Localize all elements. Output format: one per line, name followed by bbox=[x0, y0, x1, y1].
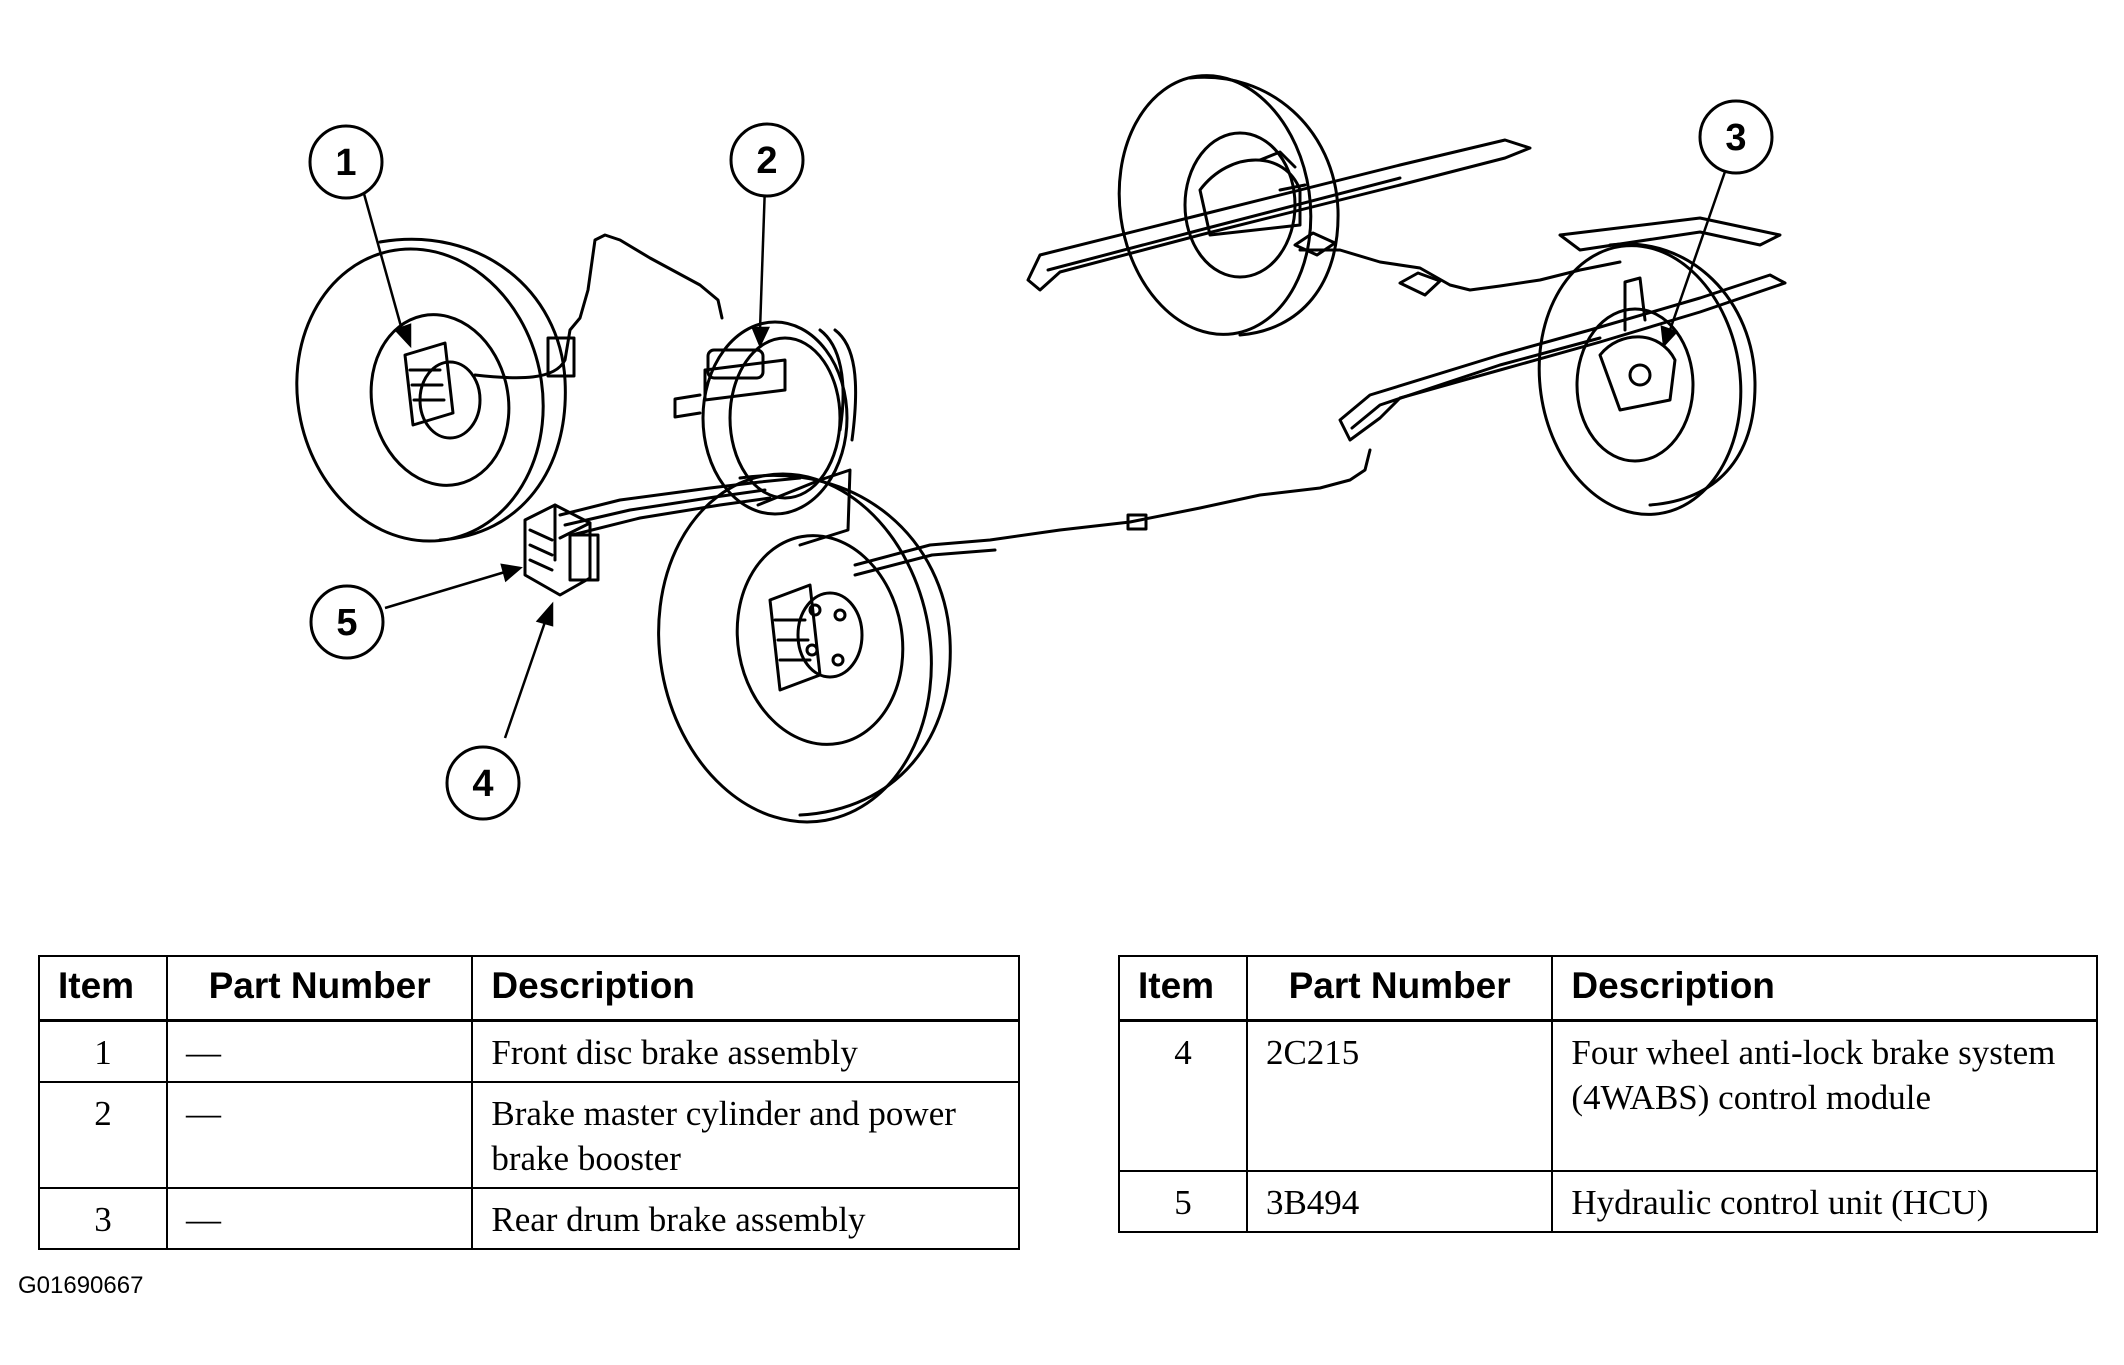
callout-5: 5 bbox=[309, 584, 385, 660]
cell-part-number: — bbox=[165, 1081, 474, 1189]
main-brake-line bbox=[853, 448, 1372, 567]
header-item: Item bbox=[1118, 955, 1248, 1022]
front-left-wheel bbox=[295, 237, 567, 543]
cell-item: 2 bbox=[38, 1081, 168, 1189]
front-right-wheel bbox=[657, 468, 952, 824]
rear-crossover-line bbox=[1298, 248, 1622, 292]
header-part-number: Part Number bbox=[165, 955, 474, 1022]
cell-item: 5 bbox=[1118, 1169, 1248, 1233]
table-row: 4 2C215 Four wheel anti-lock brake syste… bbox=[1118, 1019, 2098, 1172]
cell-description: Hydraulic control unit (HCU) bbox=[1551, 1169, 2098, 1233]
cell-description: Four wheel anti-lock brake system (4WABS… bbox=[1551, 1019, 2098, 1172]
hcu-module bbox=[523, 476, 802, 597]
brake-system-diagram: 1 2 3 4 5 bbox=[295, 74, 1787, 824]
parts-table-right: Item Part Number Description 4 2C215 Fou… bbox=[1118, 955, 2098, 1233]
callout-5-label: 5 bbox=[336, 602, 357, 644]
table-header-row: Item Part Number Description bbox=[38, 955, 1020, 1022]
table-row: 5 3B494 Hydraulic control unit (HCU) bbox=[1118, 1169, 2098, 1233]
callout-1-label: 1 bbox=[335, 142, 356, 184]
header-description: Description bbox=[1551, 955, 2098, 1022]
table-row: 3 — Rear drum brake assembly bbox=[38, 1187, 1020, 1250]
cell-part-number: 2C215 bbox=[1245, 1019, 1554, 1172]
frame-rails bbox=[1026, 138, 1787, 442]
cell-description: Rear drum brake assembly bbox=[471, 1187, 1020, 1250]
callout-2-label: 2 bbox=[756, 140, 777, 182]
callout-4: 4 bbox=[445, 745, 521, 821]
cell-part-number: — bbox=[165, 1187, 474, 1250]
figure-id: G01690667 bbox=[18, 1272, 144, 1299]
cell-part-number: 3B494 bbox=[1245, 1169, 1554, 1233]
callout-3: 3 bbox=[1698, 99, 1774, 175]
table-row: 2 — Brake master cylinder and power brak… bbox=[38, 1081, 1020, 1189]
cell-part-number: — bbox=[165, 1019, 474, 1083]
cell-item: 1 bbox=[38, 1019, 168, 1083]
header-item: Item bbox=[38, 955, 168, 1022]
callout-4-label: 4 bbox=[472, 763, 493, 805]
rear-left-wheel bbox=[1117, 74, 1340, 337]
cell-description: Brake master cylinder and power brake bo… bbox=[471, 1081, 1020, 1189]
rear-right-wheel bbox=[1537, 242, 1757, 516]
master-cylinder-booster bbox=[673, 320, 858, 516]
table-row: 1 — Front disc brake assembly bbox=[38, 1019, 1020, 1083]
callout-2: 2 bbox=[729, 122, 805, 198]
table-header-row: Item Part Number Description bbox=[1118, 955, 2098, 1022]
header-part-number: Part Number bbox=[1245, 955, 1554, 1022]
callout-1: 1 bbox=[308, 124, 384, 200]
cell-item: 4 bbox=[1118, 1019, 1248, 1172]
parts-table-left: Item Part Number Description 1 — Front d… bbox=[38, 955, 1020, 1250]
cell-description: Front disc brake assembly bbox=[471, 1019, 1020, 1083]
front-left-brake-line bbox=[473, 233, 724, 380]
callout-3-label: 3 bbox=[1725, 117, 1746, 159]
cell-item: 3 bbox=[38, 1187, 168, 1250]
header-description: Description bbox=[471, 955, 1020, 1022]
